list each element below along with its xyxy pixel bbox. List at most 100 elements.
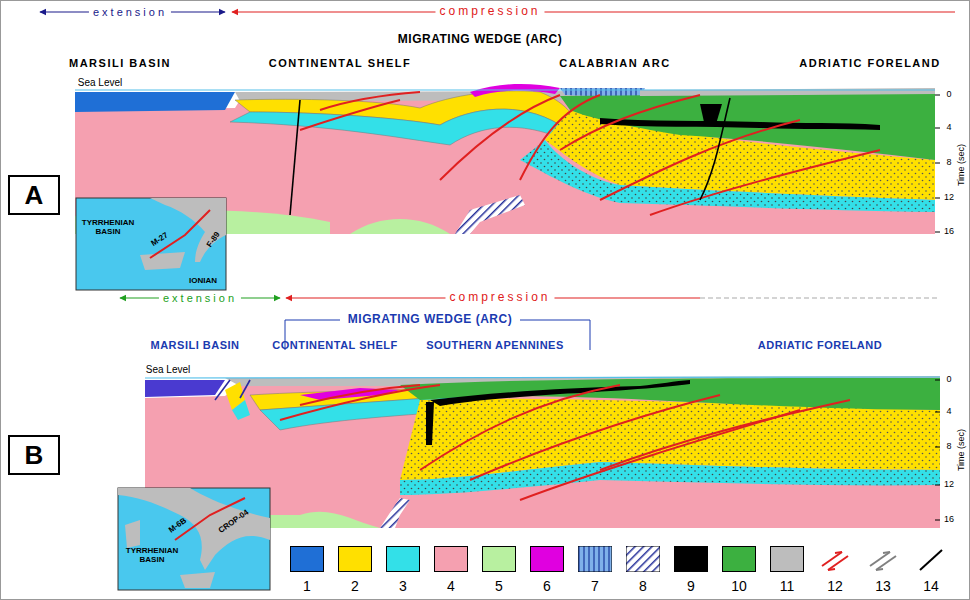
- section-shape: [232, 11, 955, 12]
- legend-number: 6: [543, 578, 551, 594]
- axis-tick: 4: [946, 407, 951, 417]
- section-shape: [150, 198, 226, 262]
- legend-number: 13: [875, 578, 891, 594]
- section-shape: [578, 546, 612, 572]
- section-shape: [650, 150, 880, 215]
- section-shape: [600, 120, 800, 200]
- section-shape: [935, 485, 940, 486]
- section-shape: [125, 520, 140, 548]
- section-shape: [876, 556, 896, 570]
- legend-swatch: [722, 546, 756, 572]
- legend-number: 2: [351, 578, 359, 594]
- region-name: ADRIATIC FORELAND: [758, 339, 882, 351]
- legend-symbol: [578, 546, 612, 572]
- section-shape: [828, 569, 835, 570]
- section-shape: [700, 98, 730, 200]
- section-shape: [455, 195, 525, 234]
- legend-swatch: [386, 546, 420, 572]
- section-shape: [935, 163, 940, 164]
- region-name: CONTINENTAL SHELF: [269, 57, 411, 69]
- legend-swatch: [482, 546, 516, 572]
- map-label: IONIAN: [189, 277, 217, 286]
- legend-swatch: [338, 546, 372, 572]
- section-shape: [300, 385, 420, 405]
- region-name: CONTINENTAL SHELF: [272, 339, 397, 351]
- legend-number: 14: [923, 578, 939, 594]
- legend-symbol-art: [626, 546, 660, 572]
- section-shape: [300, 92, 880, 215]
- region-name: MARSILI BASIN: [151, 339, 240, 351]
- legend-swatch: [290, 546, 324, 572]
- inset-map-a: [76, 198, 226, 290]
- axis-title: Time (sec): [957, 144, 967, 186]
- section-shape: [430, 380, 690, 406]
- section-shape: [600, 118, 880, 130]
- section-shape: [380, 498, 410, 528]
- legend-symbol-art: [866, 546, 900, 572]
- section-shape: [828, 556, 848, 570]
- section-shape: [280, 385, 440, 420]
- map-label: TYRRHENIAN BASIN: [122, 547, 182, 565]
- regime-label: extension: [89, 6, 171, 18]
- axis-tick: 0: [946, 375, 951, 385]
- section-shape: [145, 380, 225, 397]
- section-shape: [230, 109, 565, 145]
- section-shape: [700, 297, 940, 298]
- panel-letter-box: A: [8, 175, 60, 215]
- inset-map-b: [118, 488, 270, 590]
- section-shape: [935, 520, 940, 521]
- region-name: MARSILI BASIN: [69, 57, 171, 69]
- section-shape: [420, 385, 620, 470]
- legend-number: 12: [827, 578, 843, 594]
- section-shape: [876, 569, 883, 570]
- section-shape: [600, 400, 850, 470]
- section-shape: [520, 410, 800, 500]
- regime-label: extension: [159, 292, 241, 304]
- section-shape: [320, 92, 420, 110]
- section-shape: [145, 377, 940, 378]
- axis-tick: 4: [946, 123, 951, 133]
- axis-title: Time (sec): [957, 429, 967, 471]
- panel-letter: A: [25, 181, 44, 210]
- section-shape: [290, 100, 300, 215]
- legend-number: 10: [731, 578, 747, 594]
- legend-number: 4: [447, 578, 455, 594]
- section-shape: [935, 198, 940, 199]
- region-name: SOUTHERN APENNINES: [426, 339, 564, 351]
- section-shape: [935, 95, 940, 232]
- legend-symbol: [914, 546, 948, 572]
- section-shape: [215, 380, 230, 400]
- regime-label: compression: [445, 291, 554, 304]
- legend-symbol-art: [818, 546, 852, 572]
- section-shape: [935, 128, 940, 129]
- section-shape: [400, 462, 940, 495]
- legend-symbol: [626, 546, 660, 572]
- section-shape: [350, 219, 450, 234]
- section-shape: [180, 572, 215, 588]
- section-shape: [935, 412, 940, 413]
- section-shape: [75, 92, 235, 112]
- section-shape: [76, 198, 226, 290]
- section-shape: [883, 552, 890, 553]
- legend-symbol-art: [914, 546, 948, 572]
- section-shape: [400, 378, 940, 410]
- axis-tick: 8: [946, 158, 951, 168]
- legend-swatch: [674, 546, 708, 572]
- legend-swatch: [530, 546, 564, 572]
- sea-level-label: Sea Level: [146, 364, 190, 375]
- legend-symbol: [818, 546, 852, 572]
- axis-tick: 8: [946, 442, 951, 452]
- section-shape: [470, 395, 720, 480]
- legend-swatch: [770, 546, 804, 572]
- legend-number: 8: [639, 578, 647, 594]
- section-shape: [440, 95, 560, 180]
- legend-number: 9: [687, 578, 695, 594]
- section-shape: [700, 104, 722, 124]
- section-shape: [935, 447, 940, 448]
- section-shape: [290, 98, 730, 215]
- panel-letter: B: [25, 441, 44, 470]
- section-shape: [118, 488, 270, 590]
- section-shape: [426, 402, 434, 445]
- section-shape: [75, 89, 935, 90]
- section-shape: [626, 546, 660, 572]
